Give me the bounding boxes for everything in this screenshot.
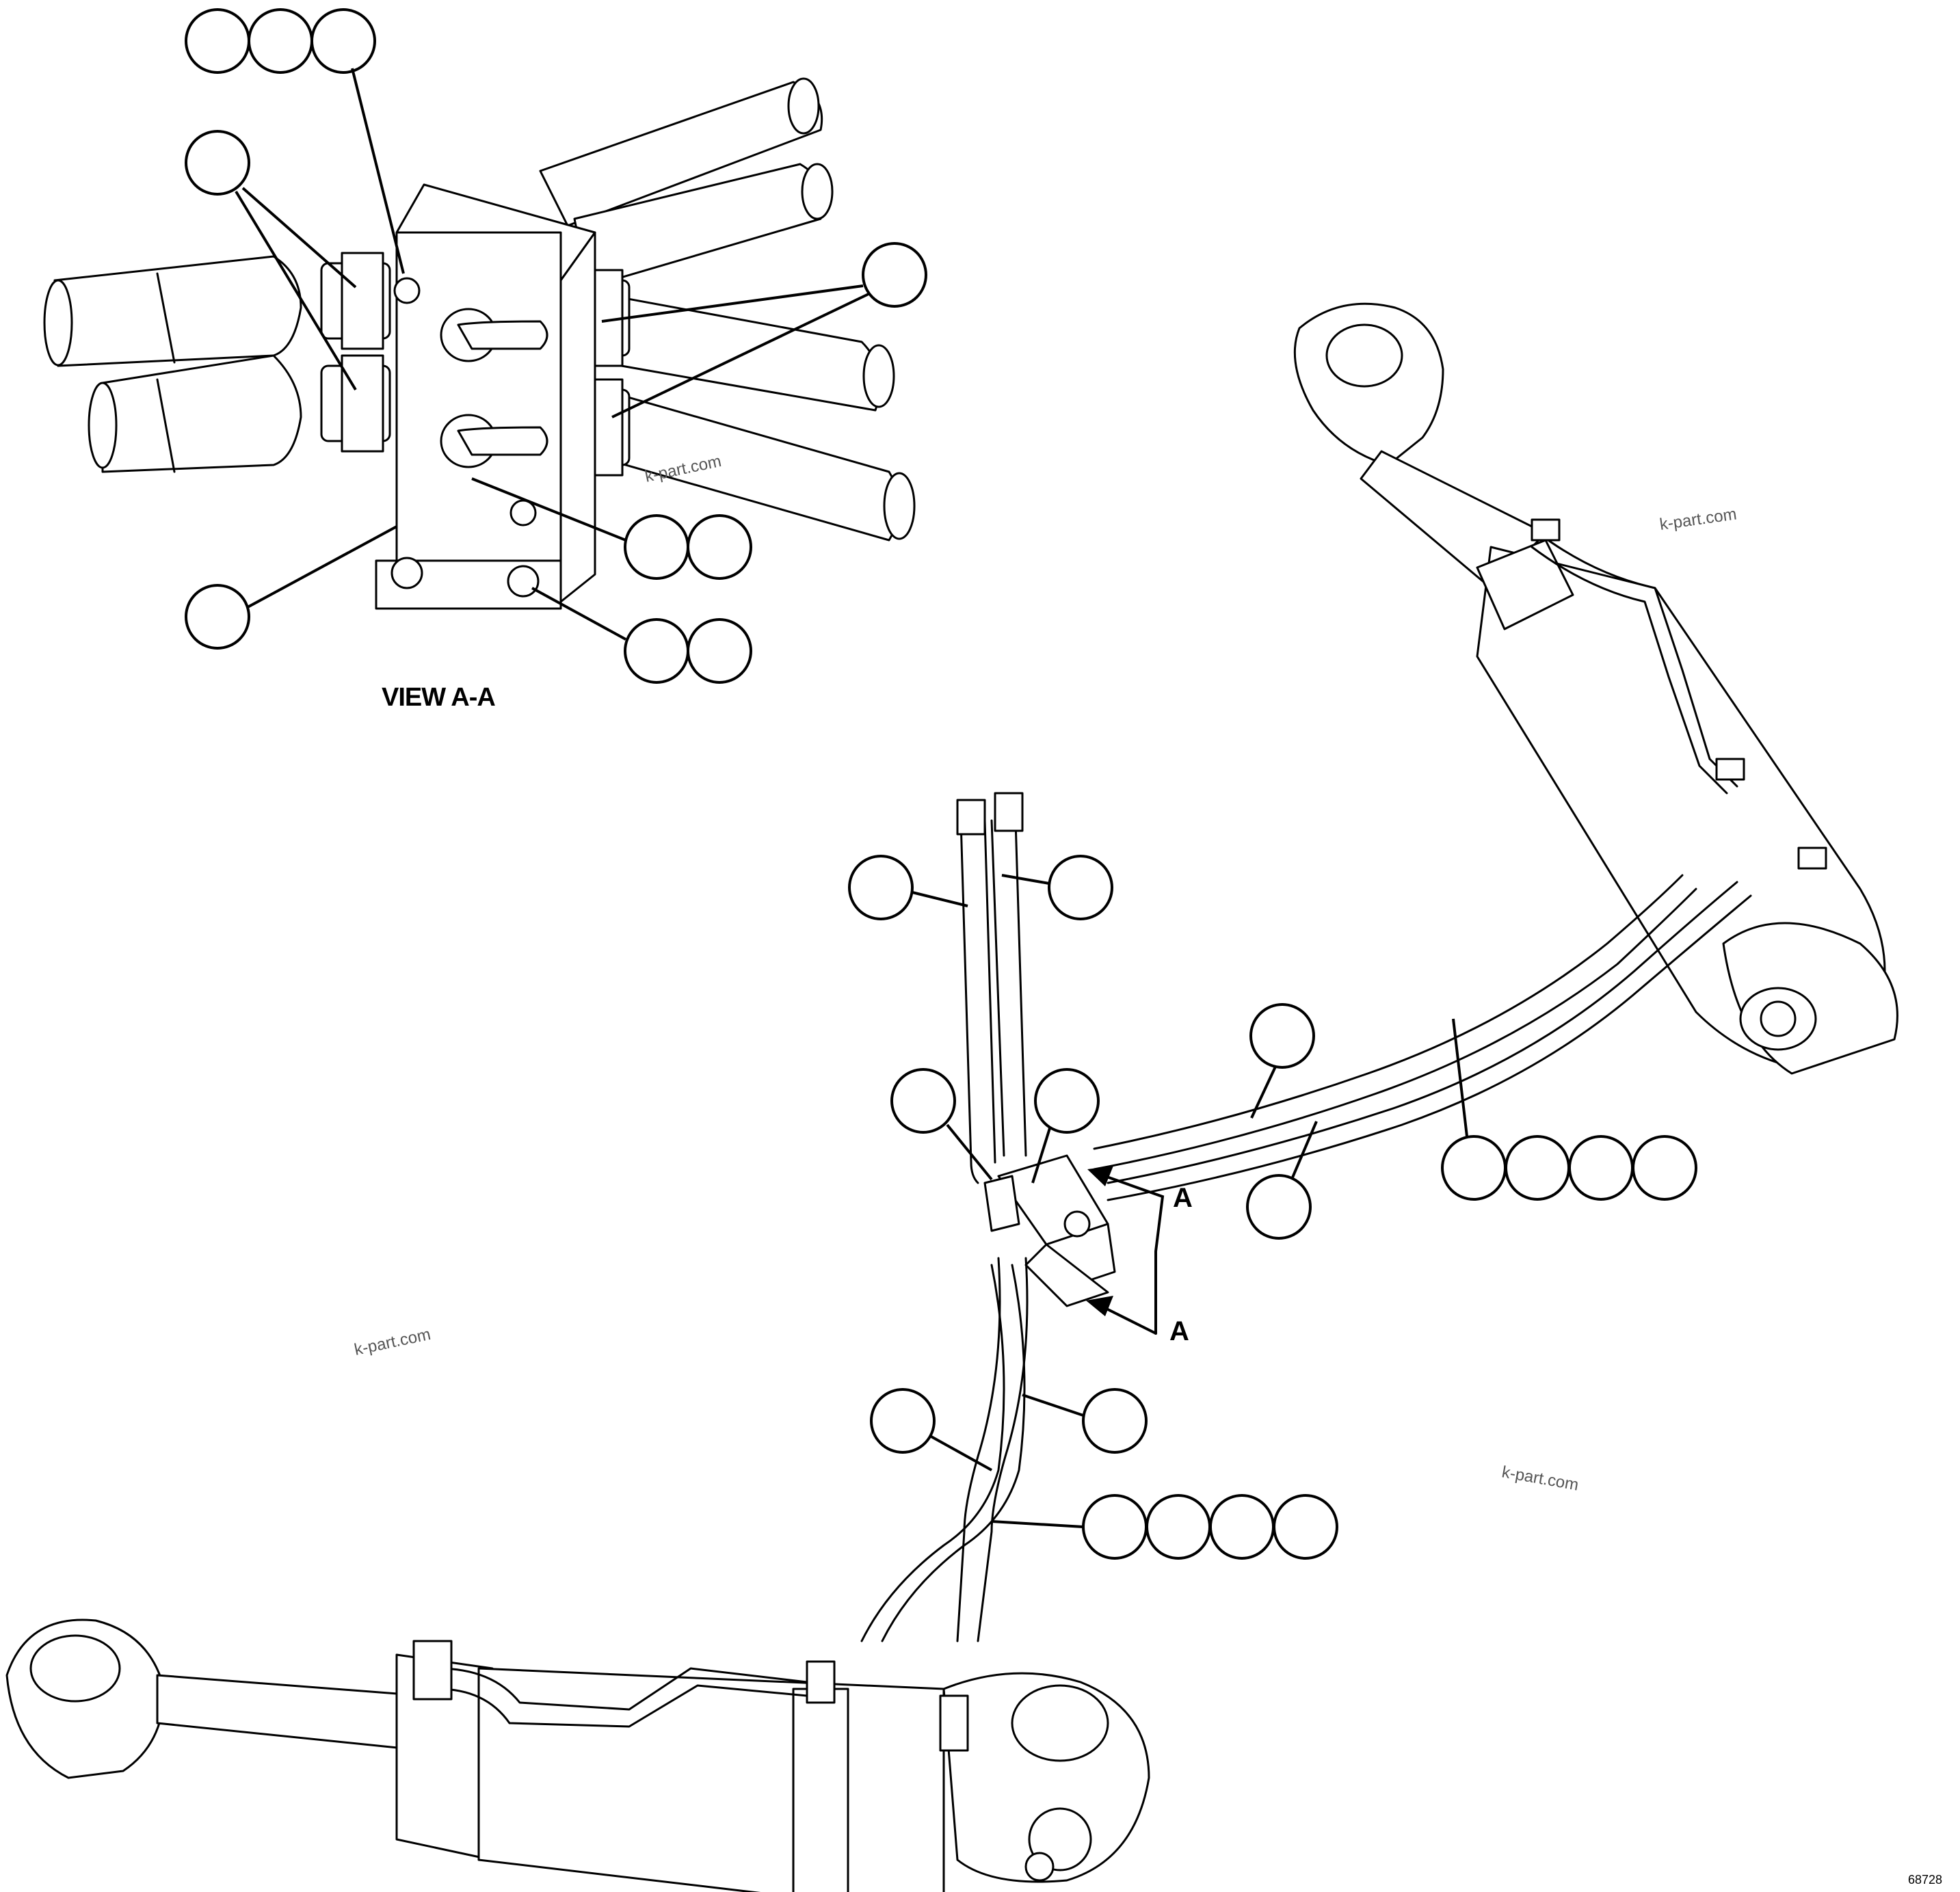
left-hoses-detail — [43, 255, 302, 473]
callout-group-top-hose-left — [848, 855, 968, 920]
callout-group-valve-right — [1031, 1068, 1100, 1184]
callout-bubble — [890, 1068, 956, 1134]
lower-left-cylinder — [5, 1618, 1150, 1892]
callout-group-top-hose-right — [1001, 855, 1113, 920]
section-arrow-label-1: A — [1173, 1183, 1193, 1213]
callout-group-ur-clamp — [1441, 1018, 1697, 1201]
callout-bubble — [185, 130, 250, 196]
center-hoses — [860, 792, 1752, 1642]
callout-group-valve-body — [185, 525, 397, 650]
callout-bubble — [870, 1388, 936, 1454]
callout-bubble — [1568, 1135, 1634, 1201]
callout-bubble — [1145, 1494, 1211, 1560]
center-valve-block — [983, 1154, 1116, 1307]
callout-group-ur-hose-2 — [1246, 1121, 1318, 1240]
callout-bubble — [848, 855, 914, 920]
callout-group-right-fittings — [601, 242, 927, 418]
callout-bubble — [1082, 1388, 1148, 1454]
callout-group-lower-clamp — [991, 1494, 1338, 1560]
callout-bubble — [1048, 855, 1113, 920]
callout-bubble — [1034, 1068, 1100, 1134]
callout-bubble — [1082, 1494, 1148, 1560]
figure-number: 68728 — [1908, 1873, 1942, 1887]
upper-right-cylinder — [1293, 302, 1898, 1075]
callout-bubble — [248, 8, 313, 74]
callout-group-lower-hose-right — [1022, 1388, 1148, 1454]
watermark: k-part.com — [1500, 1463, 1580, 1494]
section-arrows: A A — [1086, 1166, 1193, 1346]
callout-bubble — [185, 8, 250, 74]
callout-group-bolts — [531, 587, 752, 684]
callout-bubble — [624, 618, 689, 684]
callout-bubbles — [185, 8, 1697, 1560]
valve-block-detail — [375, 183, 596, 610]
view-a-a-label: VIEW A-A — [382, 683, 495, 712]
callout-bubble — [1246, 1174, 1312, 1240]
callout-bubble — [687, 618, 752, 684]
right-hoses-detail — [539, 77, 916, 542]
callout-bubble — [1273, 1494, 1338, 1560]
callout-bubble — [1632, 1135, 1697, 1201]
watermark: k-part.com — [1658, 505, 1738, 534]
callout-bubble — [862, 242, 927, 308]
callout-bubble — [1441, 1135, 1507, 1201]
section-arrow-label-2: A — [1169, 1316, 1189, 1346]
callout-bubble — [310, 8, 376, 74]
callout-bubble — [1209, 1494, 1275, 1560]
callout-bubble — [1249, 1003, 1315, 1069]
callout-group-ur-hose-1 — [1249, 1003, 1315, 1119]
callout-bubble — [624, 514, 689, 580]
watermark: k-part.com — [353, 1325, 432, 1359]
callout-group-valve-left — [890, 1068, 993, 1181]
callout-group-lower-hose-left — [870, 1388, 992, 1471]
callout-bubble — [185, 584, 250, 650]
view-a-a-detail: VIEW A-A — [43, 77, 916, 712]
left-fittings-detail — [320, 252, 391, 453]
callout-bubble — [687, 514, 752, 580]
callout-group-left-fittings — [185, 130, 357, 391]
callout-group-port-caps — [471, 477, 752, 580]
callout-bubble — [1505, 1135, 1570, 1201]
callout-group-top — [185, 8, 405, 274]
